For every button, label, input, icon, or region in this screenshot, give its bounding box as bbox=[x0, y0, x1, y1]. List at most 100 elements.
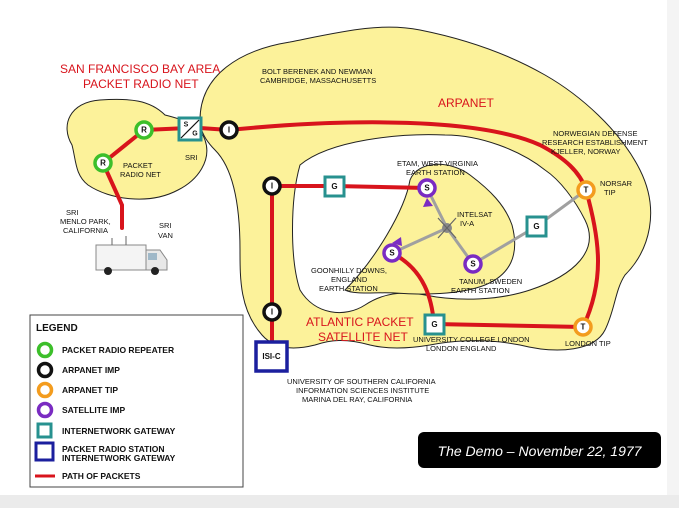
tanum-label-1: TANUM, SWEDEN bbox=[459, 277, 522, 286]
repeater-node-lower: R bbox=[93, 153, 113, 173]
norsar-label-1: NORSAR bbox=[600, 179, 633, 188]
bbn-label-1: BOLT BERENEK AND NEWMAN bbox=[262, 67, 373, 76]
atlantic-title-1: ATLANTIC PACKET bbox=[306, 315, 414, 329]
gateway-node-norway: G bbox=[525, 215, 548, 238]
svg-text:R: R bbox=[141, 126, 147, 135]
goonhilly-label-2: ENGLAND bbox=[331, 275, 368, 284]
legend-item-tip: ARPANET TIP bbox=[36, 381, 118, 399]
svg-text:I: I bbox=[271, 182, 273, 191]
goonhilly-label-3: EARTH STATION bbox=[319, 284, 378, 293]
path-van-to-repeater bbox=[101, 161, 124, 230]
imp-node-upper: I bbox=[262, 176, 282, 196]
tip-node-london: T bbox=[573, 317, 593, 337]
usc-label-1: UNIVERSITY OF SOUTHERN CALIFORNIA bbox=[287, 377, 436, 386]
usc-label-3: MARINA DEL RAY, CALIFORNIA bbox=[302, 395, 412, 404]
bottom-margin bbox=[0, 495, 679, 508]
legend-item-repeater: PACKET RADIO REPEATER bbox=[36, 341, 174, 359]
sf-region-title-2: PACKET RADIO NET bbox=[83, 77, 199, 91]
packet-radio-label-1: PACKET bbox=[123, 161, 153, 170]
packet-radio-label-2: RADIO NET bbox=[120, 170, 161, 179]
gateway-node-etam: G bbox=[323, 175, 346, 198]
nodes: R R S G I I I G S bbox=[93, 116, 596, 373]
norway-label-1: NORWEGIAN DEFENSE bbox=[553, 129, 637, 138]
ucl-label-1: UNIVERSITY COLLEGE LONDON bbox=[413, 335, 530, 344]
packet-paths bbox=[101, 120, 600, 359]
sf-region-title-1: SAN FRANCISCO BAY AREA bbox=[60, 62, 220, 76]
svg-text:G: G bbox=[331, 182, 337, 191]
sri-site-label-1: SRI bbox=[66, 208, 79, 217]
repeater-node-upper: R bbox=[134, 120, 154, 140]
green-ring-icon bbox=[36, 341, 54, 359]
satellite-node-goonhilly: S bbox=[382, 243, 402, 263]
etam-label-1: ETAM, WEST VIRGINIA bbox=[397, 159, 478, 168]
svg-text:I: I bbox=[271, 308, 273, 317]
svg-text:I: I bbox=[228, 126, 230, 135]
tanum-label-2: EARTH STATION bbox=[451, 286, 510, 295]
date-banner: The Demo – November 22, 1977 bbox=[418, 432, 661, 468]
svg-text:ARPANET IMP: ARPANET IMP bbox=[62, 365, 120, 375]
svg-text:G: G bbox=[431, 320, 437, 329]
svg-text:T: T bbox=[584, 186, 589, 195]
blue-square-icon bbox=[34, 441, 55, 462]
usc-label-2: INFORMATION SCIENCES INSTITUTE bbox=[296, 386, 429, 395]
sri-van-label-1: SRI bbox=[159, 221, 172, 230]
black-ring-icon bbox=[36, 361, 54, 379]
isi-c-station-node: ISI-C bbox=[254, 340, 289, 373]
goonhilly-label-1: GOONHILLY DOWNS, bbox=[311, 266, 387, 275]
legend-item-path: PATH OF PACKETS bbox=[35, 471, 141, 481]
legend-item-gateway: INTERNETWORK GATEWAY bbox=[36, 422, 176, 439]
satellite-icon bbox=[437, 217, 457, 239]
orange-ring-icon bbox=[36, 381, 54, 399]
arpanet-region bbox=[199, 26, 652, 351]
bbn-label-2: CAMBRIDGE, MASSACHUSETTS bbox=[260, 76, 376, 85]
legend: LEGEND PACKET RADIO REPEATER ARPANET IMP… bbox=[29, 314, 244, 488]
imp-node-lower: I bbox=[262, 302, 282, 322]
sri-gateway-label: SRI bbox=[185, 153, 198, 162]
intelsat-label-2: IV-A bbox=[460, 219, 474, 228]
arpanet-title: ARPANET bbox=[438, 96, 494, 110]
svg-text:S: S bbox=[470, 260, 476, 269]
ucl-label-2: LONDON ENGLAND bbox=[426, 344, 497, 353]
london-tip-label: LONDON TIP bbox=[565, 339, 611, 348]
packet-radio-region bbox=[66, 98, 208, 200]
svg-text:R: R bbox=[100, 159, 106, 168]
link-intelsat-to-goonhilly bbox=[391, 226, 448, 255]
sri-site-label-2: MENLO PARK, bbox=[60, 217, 111, 226]
svg-text:PACKET RADIO REPEATER: PACKET RADIO REPEATER bbox=[62, 345, 174, 355]
svg-text:G: G bbox=[533, 222, 539, 231]
path-arpanet-north bbox=[227, 120, 588, 192]
svg-text:S: S bbox=[424, 184, 430, 193]
legend-title: LEGEND bbox=[36, 323, 78, 334]
svg-text:S: S bbox=[184, 122, 189, 129]
teal-square-icon bbox=[36, 422, 53, 439]
svg-text:SATELLITE IMP: SATELLITE IMP bbox=[62, 405, 125, 415]
svg-text:G: G bbox=[192, 131, 198, 138]
atlantic-title-2: SATELLITE NET bbox=[318, 330, 408, 344]
svg-text:ISI-C: ISI-C bbox=[262, 352, 280, 361]
purple-ring-icon bbox=[36, 401, 54, 419]
satellite-node-tanum: S bbox=[463, 254, 483, 274]
gateway-node-ucl: G bbox=[423, 313, 446, 336]
satellite-node-etam: S bbox=[417, 178, 437, 198]
legend-item-station: PACKET RADIO STATION INTERNETWORK GATEWA… bbox=[34, 441, 176, 463]
norsar-label-2: TIP bbox=[604, 188, 616, 197]
sri-van-icon bbox=[95, 236, 168, 275]
svg-text:PACKET RADIO STATION: PACKET RADIO STATION bbox=[62, 444, 164, 454]
sri-van-label-2: VAN bbox=[158, 231, 173, 240]
bbn-imp-node: I bbox=[219, 120, 239, 140]
legend-item-imp: ARPANET IMP bbox=[36, 361, 120, 379]
etam-label-2: EARTH STATION bbox=[406, 168, 465, 177]
arrow-up-icon bbox=[423, 198, 433, 207]
path-london-to-ucl bbox=[432, 322, 585, 329]
path-gateway-to-etam bbox=[332, 184, 429, 190]
path-norsar-to-london bbox=[581, 188, 600, 329]
intelsat-label-1: INTELSAT bbox=[457, 210, 493, 219]
norway-label-2: RESEARCH ESTABLISHMENT bbox=[542, 138, 648, 147]
sri-gateway-node: S G bbox=[177, 116, 203, 142]
date-banner-text: The Demo – November 22, 1977 bbox=[438, 443, 643, 459]
svg-text:INTERNETWORK GATEWAY: INTERNETWORK GATEWAY bbox=[62, 453, 176, 463]
tip-node-norsar: T bbox=[576, 180, 596, 200]
right-margin bbox=[667, 0, 679, 495]
sri-site-label-3: CALIFORNIA bbox=[63, 226, 108, 235]
